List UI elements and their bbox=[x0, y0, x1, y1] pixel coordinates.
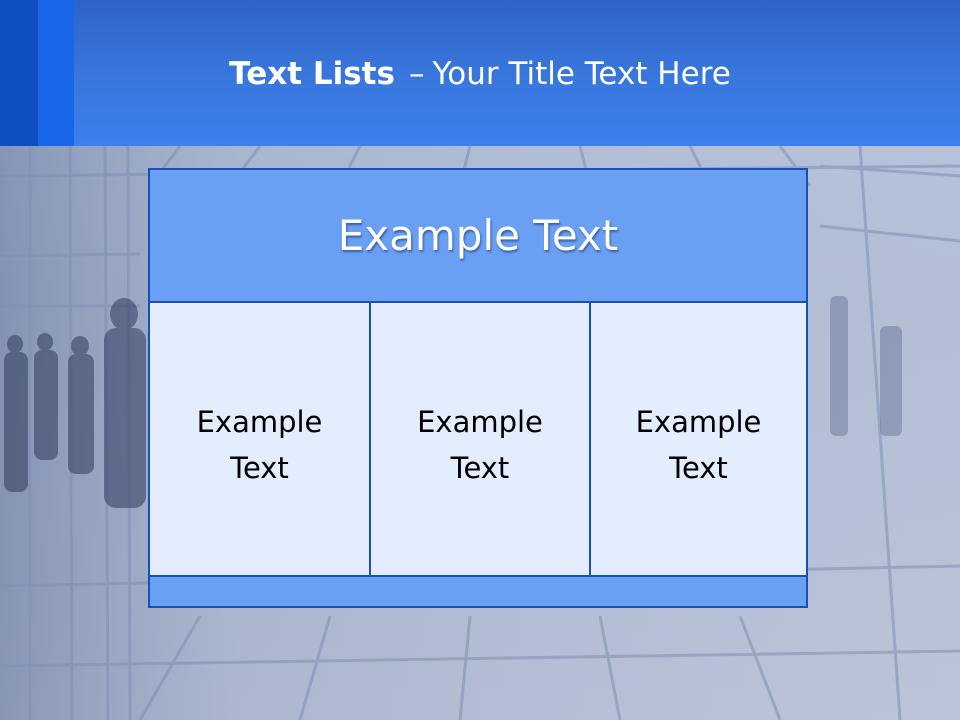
column-1-line-2: Text bbox=[230, 451, 289, 485]
column-3: Example Text bbox=[589, 303, 806, 577]
accent-stripe-light bbox=[38, 0, 74, 146]
panel-columns: Example Text Example Text Example Text bbox=[150, 303, 806, 577]
column-3-line-2: Text bbox=[669, 451, 728, 485]
title-rest: Your Title Text Here bbox=[432, 56, 731, 92]
panel-header: Example Text bbox=[150, 170, 806, 303]
panel-footer-bar bbox=[150, 575, 806, 606]
column-2-line-1: Example bbox=[417, 405, 543, 439]
accent-stripe-dark bbox=[0, 0, 38, 146]
column-2-line-2: Text bbox=[450, 451, 510, 485]
column-3-line-1: Example bbox=[635, 405, 762, 439]
title-separator: – bbox=[408, 56, 425, 92]
text-list-panel: Example Text Example Text Example Text E… bbox=[148, 168, 808, 608]
panel-header-text: Example Text bbox=[337, 211, 619, 260]
column-1: Example Text bbox=[150, 303, 369, 577]
column-1-line-1: Example bbox=[196, 405, 323, 439]
title-bold: Text Lists bbox=[229, 56, 395, 92]
column-2: Example Text bbox=[369, 303, 589, 577]
title-bar: Text Lists–Your Title Text Here bbox=[0, 0, 960, 146]
slide-title: Text Lists–Your Title Text Here bbox=[0, 52, 960, 96]
